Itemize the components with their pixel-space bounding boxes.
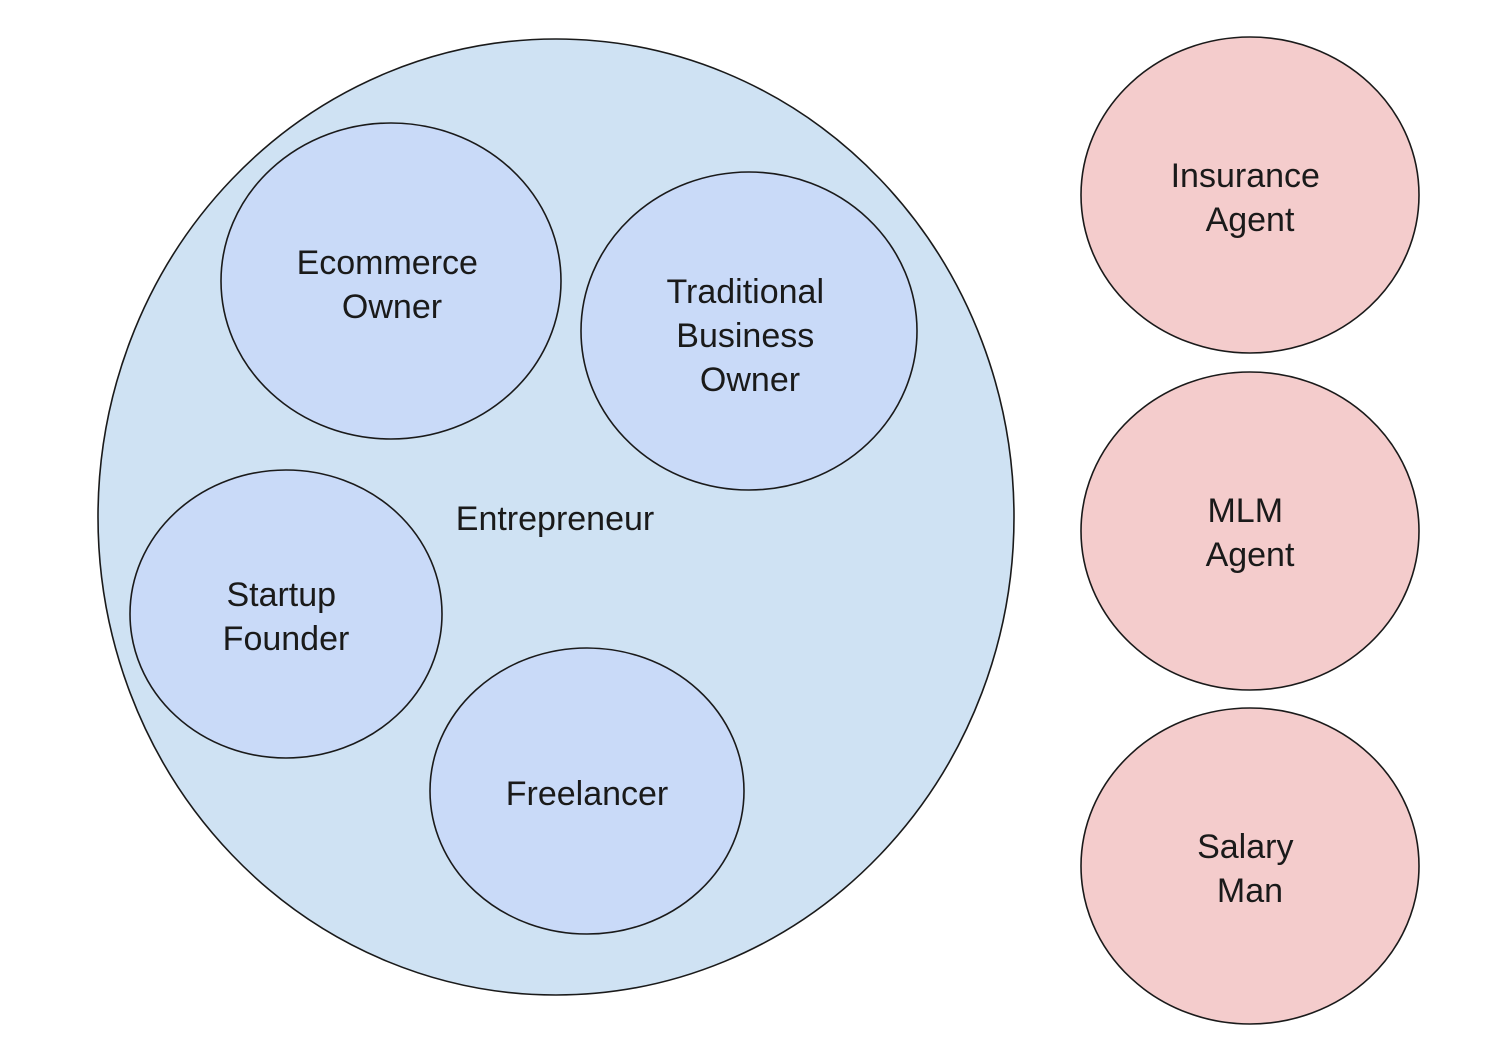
ecommerce-owner-group: Ecommerce Owner (220, 122, 562, 440)
label-line: Traditional (667, 273, 824, 311)
ecommerce-owner-label: Ecommerce Owner (297, 244, 488, 326)
traditional-business-owner-circle (580, 171, 918, 491)
label-line: Agent (1206, 536, 1295, 574)
label-line: Owner (342, 288, 442, 326)
insurance-agent-group: Insurance Agent (1080, 36, 1420, 354)
traditional-business-owner-group: Traditional Business Owner (580, 171, 918, 491)
insurance-agent-circle (1080, 36, 1420, 354)
mlm-agent-group: MLM Agent (1080, 371, 1420, 691)
label-line: Agent (1206, 201, 1295, 239)
ecommerce-owner-circle (220, 122, 562, 440)
traditional-business-owner-label: Traditional Business Owner (667, 273, 834, 399)
label-line: Salary (1197, 828, 1293, 866)
salary-man-circle (1080, 707, 1420, 1025)
freelancer-group: Freelancer (429, 647, 745, 935)
salary-man-label: Salary Man (1197, 828, 1303, 910)
label-line: Founder (223, 620, 350, 658)
label-line: Insurance (1171, 157, 1320, 195)
label-line: Ecommerce (297, 244, 478, 282)
entrepreneur-label: Entrepreneur (456, 500, 654, 538)
startup-founder-circle (129, 469, 443, 759)
insurance-agent-label: Insurance Agent (1171, 157, 1330, 239)
label-line: Man (1217, 872, 1283, 910)
startup-founder-label: Startup Founder (223, 576, 350, 658)
startup-founder-group: Startup Founder (129, 469, 443, 759)
label-line: MLM (1207, 492, 1283, 530)
freelancer-circle (429, 647, 745, 935)
mlm-agent-circle (1080, 371, 1420, 691)
label-line: Owner (700, 361, 800, 399)
label-line: Startup (226, 576, 336, 614)
salary-man-group: Salary Man (1080, 707, 1420, 1025)
mlm-agent-label: MLM Agent (1206, 492, 1295, 574)
label-line: Business (676, 317, 814, 355)
freelancer-label: Freelancer (506, 775, 669, 813)
